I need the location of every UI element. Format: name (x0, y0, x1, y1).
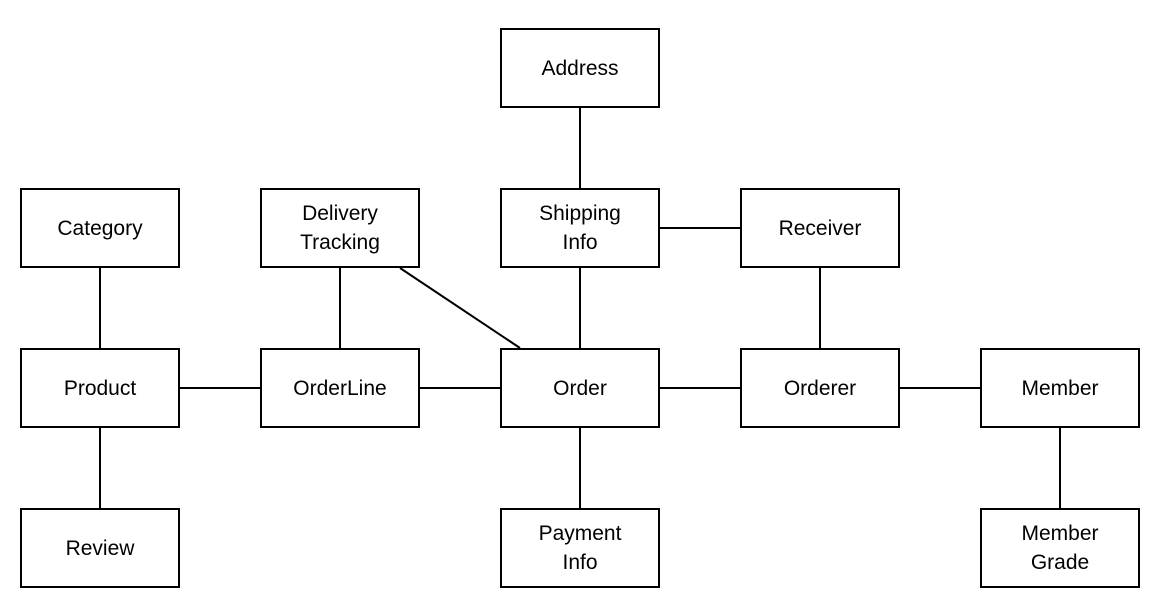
node-member-grade[interactable]: Member Grade (980, 508, 1140, 588)
node-order[interactable]: Order (500, 348, 660, 428)
node-orderline-label: OrderLine (293, 376, 387, 400)
node-member-grade-label-line-1: Member (1021, 522, 1099, 545)
node-orderer[interactable]: Orderer (740, 348, 900, 428)
node-product[interactable]: Product (20, 348, 180, 428)
node-review-label: Review (65, 536, 135, 560)
node-orderer-label: Orderer (783, 376, 857, 400)
node-delivery-tracking-label-line-1: Delivery (302, 202, 378, 225)
node-delivery-tracking[interactable]: Delivery Tracking (260, 188, 420, 268)
node-delivery-tracking-label-line-2: Tracking (300, 231, 380, 254)
node-orderline[interactable]: OrderLine (260, 348, 420, 428)
node-address-label: Address (541, 56, 619, 80)
node-member-grade-label-line-2: Grade (1030, 551, 1090, 574)
node-shipping-info[interactable]: Shipping Info (500, 188, 660, 268)
node-member-label: Member (1021, 376, 1099, 400)
node-category[interactable]: Category (20, 188, 180, 268)
node-payment-info-label-line-1: Payment (538, 522, 622, 545)
node-receiver-label: Receiver (778, 216, 862, 240)
node-review[interactable]: Review (20, 508, 180, 588)
node-shipping-info-label-line-2: Info (562, 231, 598, 254)
edge-delivery-tracking-order (399, 267, 521, 349)
node-product-label: Product (63, 376, 137, 400)
node-order-label: Order (553, 376, 607, 400)
node-payment-info-label-line-2: Info (562, 551, 598, 574)
node-receiver[interactable]: Receiver (740, 188, 900, 268)
node-category-label: Category (57, 216, 143, 240)
node-member[interactable]: Member (980, 348, 1140, 428)
node-address[interactable]: Address (500, 28, 660, 108)
node-shipping-info-label-line-1: Shipping (539, 202, 621, 225)
node-payment-info[interactable]: Payment Info (500, 508, 660, 588)
